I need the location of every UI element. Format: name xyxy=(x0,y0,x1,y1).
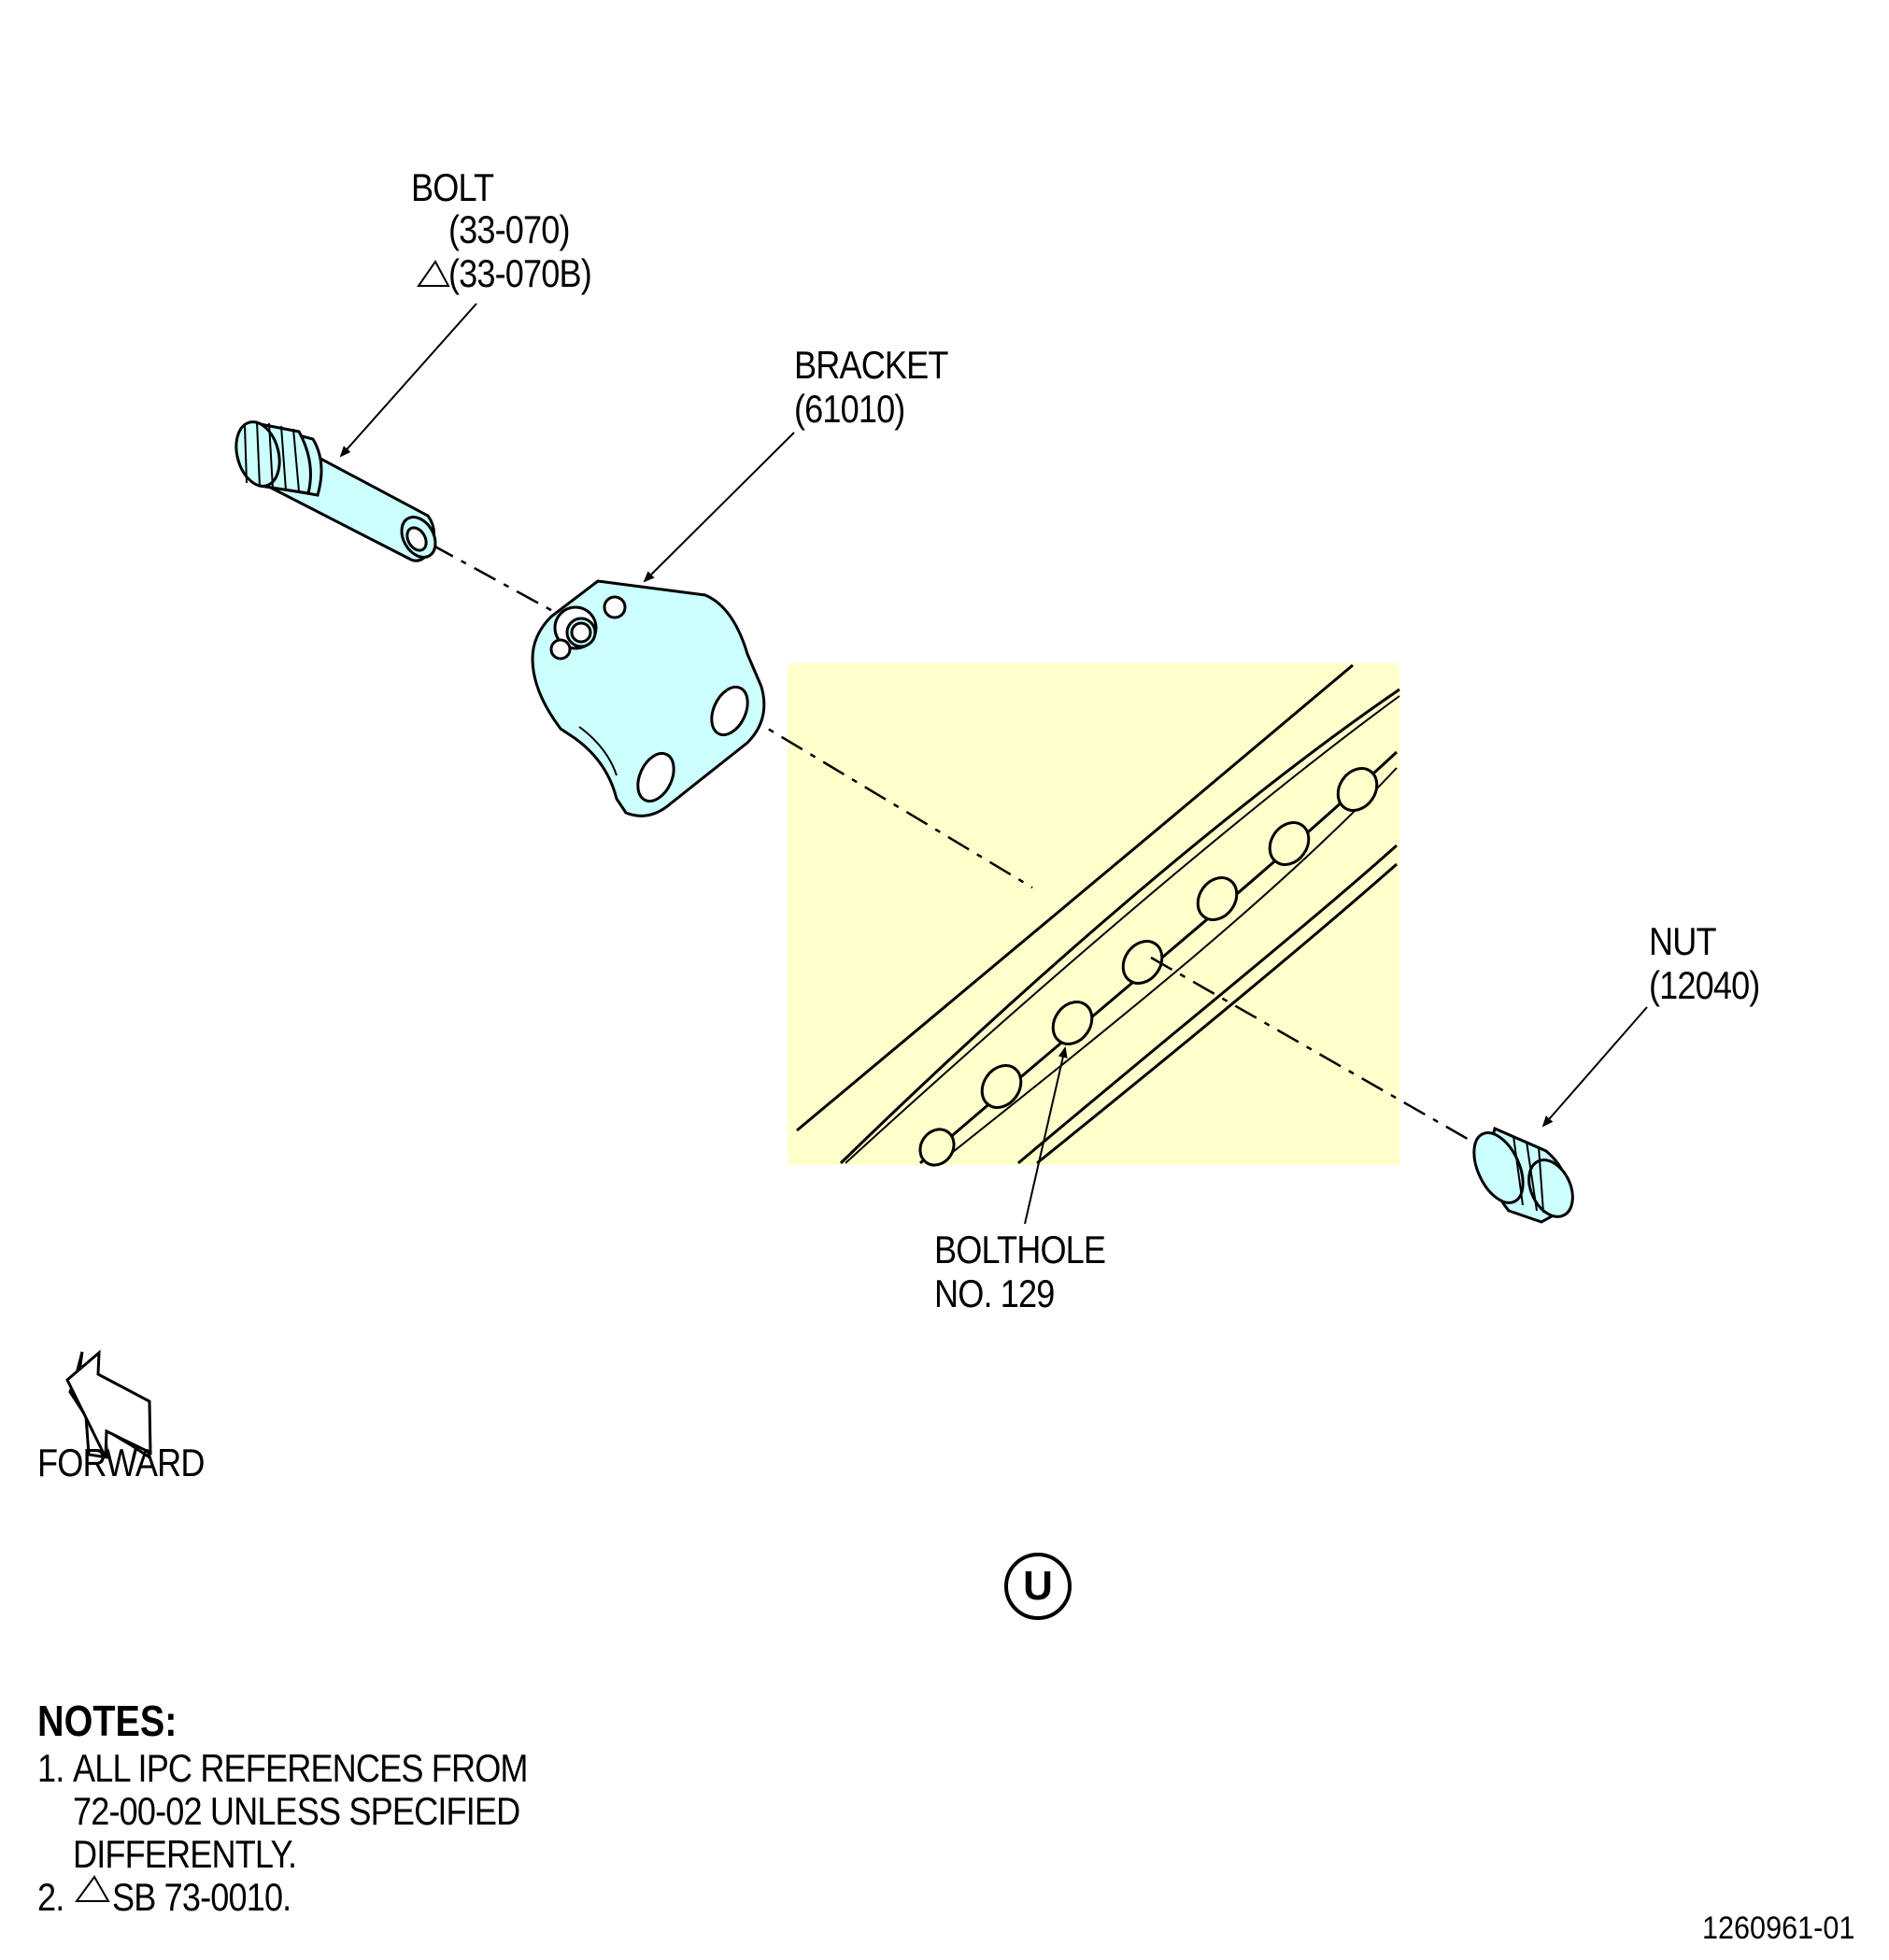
note-1-line-3: DIFFERENTLY. xyxy=(73,1832,297,1876)
nut-ref: (12040) xyxy=(1649,963,1760,1007)
bolt-ref-2: (33-070B) xyxy=(448,251,592,295)
flange-bolt-holes xyxy=(918,767,1379,1167)
note-1-line-2: 72-00-02 UNLESS SPECIFIED xyxy=(73,1789,520,1833)
notes-title: NOTES: xyxy=(37,1697,178,1745)
nut-part xyxy=(1472,1126,1574,1224)
bolt-part xyxy=(234,420,437,562)
nut-label: NUT xyxy=(1649,919,1717,963)
note-1-line-1: ALL IPC REFERENCES FROM xyxy=(73,1746,529,1790)
bolt-label: BOLT xyxy=(411,165,494,209)
figure-number: 1260961-01 xyxy=(1702,1910,1855,1946)
view-indicator: U xyxy=(1004,1553,1072,1620)
bolt-ref-1: (33-070) xyxy=(448,207,571,251)
bracket-label: BRACKET xyxy=(794,343,948,387)
note-1-number: 1. xyxy=(37,1746,64,1790)
bolthole-number: NO. 129 xyxy=(934,1271,1055,1315)
assembly-centerlines xyxy=(431,543,1486,1151)
bracket-part xyxy=(531,579,766,817)
detail-area xyxy=(788,663,1399,1165)
forward-label: FORWARD xyxy=(37,1441,205,1484)
bracket-ref: (61010) xyxy=(794,387,905,431)
delta-symbols xyxy=(75,260,450,1902)
note-2-number: 2. xyxy=(37,1875,64,1919)
bolthole-label: BOLTHOLE xyxy=(934,1228,1106,1271)
note-2-text: SB 73-0010. xyxy=(112,1875,291,1919)
leader-lines xyxy=(339,303,1648,1225)
